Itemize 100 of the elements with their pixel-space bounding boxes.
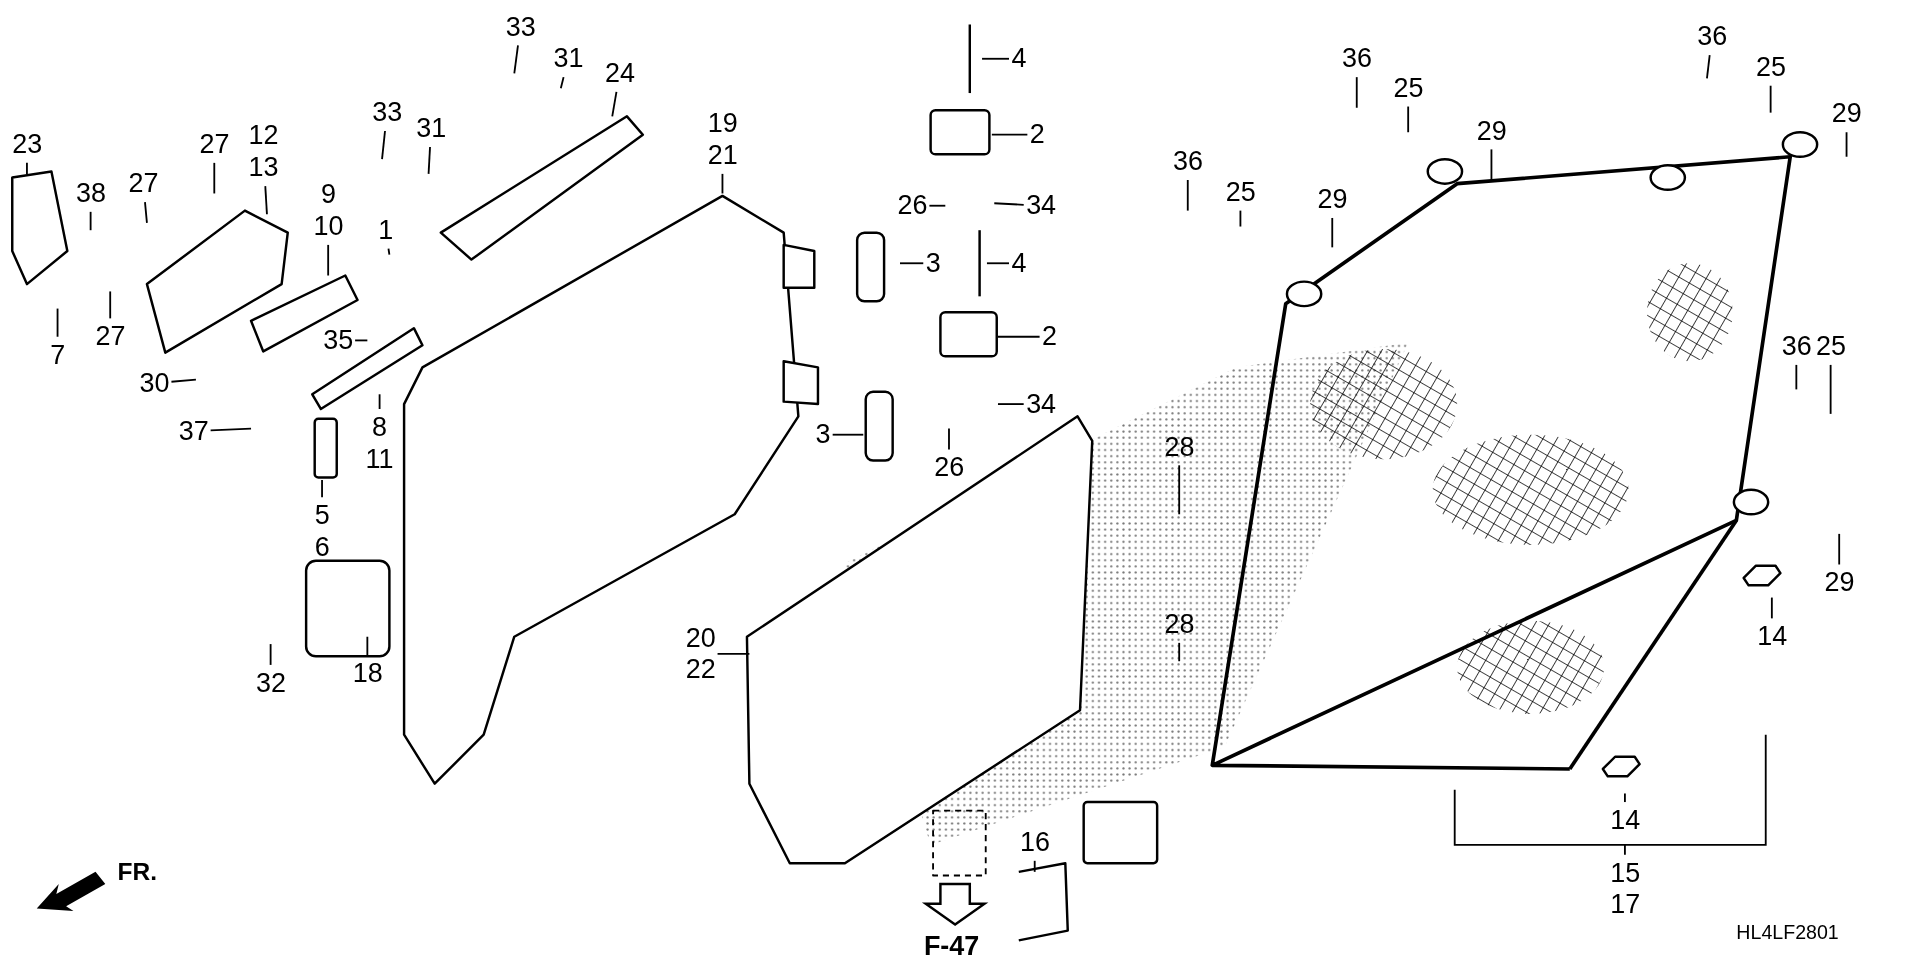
callout-number: 27 [128,167,159,200]
leader-line [144,201,148,224]
leader-line [56,307,59,338]
callout-number: 31 [553,42,584,75]
leader-line [387,247,391,256]
leader-line [1033,859,1036,873]
callout-number: 20 [685,622,716,654]
callout-number: 34 [1026,189,1057,222]
callout-number: 30 [139,367,170,400]
leader-line [109,290,112,320]
leader-line [1331,217,1334,249]
leader-line [1769,84,1772,114]
callout-number: 27 [95,320,126,353]
leader-line [89,210,92,232]
callout-number: 36 [1342,42,1373,75]
callout-number: 5 [314,499,330,532]
reference-label: F-47 [923,930,980,960]
callout-number: 4 [1011,42,1027,75]
leader-line [209,427,252,432]
callout-number: 4 [1011,247,1027,280]
leader-line [899,262,925,265]
callout-number: 34 [1026,388,1057,420]
leader-line [269,643,272,666]
leader-line [721,172,724,195]
leader-line [1355,76,1358,109]
callout-number: 35 [323,324,354,357]
callout-number: 3 [925,247,941,280]
callout-number: 29 [1317,183,1348,216]
callout-number: 38 [75,177,106,210]
leader-line [170,378,197,383]
leader-line [366,635,369,657]
leader-line [1795,363,1798,391]
callout-number: 36 [1173,145,1204,178]
leader-line [831,433,865,436]
callout-number: 36 [1781,330,1812,363]
leader-line [1829,363,1832,415]
callout-number: 36 [1697,20,1728,53]
leader-line [948,427,950,451]
leader-line [1845,131,1848,158]
leader-line [1178,641,1181,663]
leader-line [513,44,519,75]
leader-line [26,161,28,175]
callout-number: 18 [352,657,383,690]
leader-line [559,76,565,90]
leader-line [1706,54,1711,80]
leader-line [1624,792,1626,803]
leader-line [381,130,386,161]
callout-number: 25 [1815,330,1846,363]
leader-line [327,244,330,277]
callout-number: 28 [1164,431,1195,463]
callout-number: 19 [707,107,738,140]
leader-line [1770,596,1773,620]
callout-number: 29 [1824,566,1855,599]
drawing-code: HL4LF2801 [1736,922,1839,945]
callout-number: 7 [50,339,66,371]
leader-line [1407,105,1410,134]
callout-number: 21 [707,139,738,172]
callout-number: 2 [1042,320,1058,353]
callout-number: 17 [1610,889,1641,921]
leader-line [716,652,751,655]
direction-label: FR. [117,857,157,886]
callout-number: 9 [319,178,337,211]
leader-line [986,262,1010,265]
leader-line [1178,464,1181,516]
callout-number: 10 [313,210,344,243]
leader-line [321,479,323,499]
leader-line [928,204,947,207]
leader-line [1186,179,1189,212]
callout-number: 33 [372,96,403,129]
callout-number: 25 [1393,72,1424,105]
callout-number: 27 [199,128,230,161]
callout-number: 23 [12,128,43,161]
leader-line [354,339,369,342]
callout-number: 8 [371,411,388,444]
callout-number: 24 [604,57,635,90]
callout-number: 28 [1164,608,1195,641]
leader-line [997,335,1041,338]
callout-number: 22 [685,653,716,686]
callout-number: 15 [1610,857,1641,889]
callout-number: 26 [934,451,965,484]
callout-number: 1 [378,214,394,247]
callout-number: 11 [365,443,394,476]
callout-number: 31 [416,112,447,145]
callout-number: 33 [505,11,536,43]
callout-number: 16 [1020,826,1050,859]
callout-number: 29 [1476,115,1507,147]
callout-number: 14 [1610,804,1641,837]
callout-number: 32 [255,667,286,700]
leader-line [981,57,1010,60]
leader-line [1239,209,1242,228]
leader-line [1490,148,1493,183]
callout-number: 2 [1029,118,1045,151]
callout-number: 13 [248,151,279,184]
callout-number: 6 [314,531,330,564]
callout-number: 26 [897,189,928,222]
leader-line [611,90,618,118]
leader-line [1453,733,1767,856]
callout-number: 29 [1831,97,1862,130]
leader-line [990,133,1029,136]
leader-line [264,185,268,216]
